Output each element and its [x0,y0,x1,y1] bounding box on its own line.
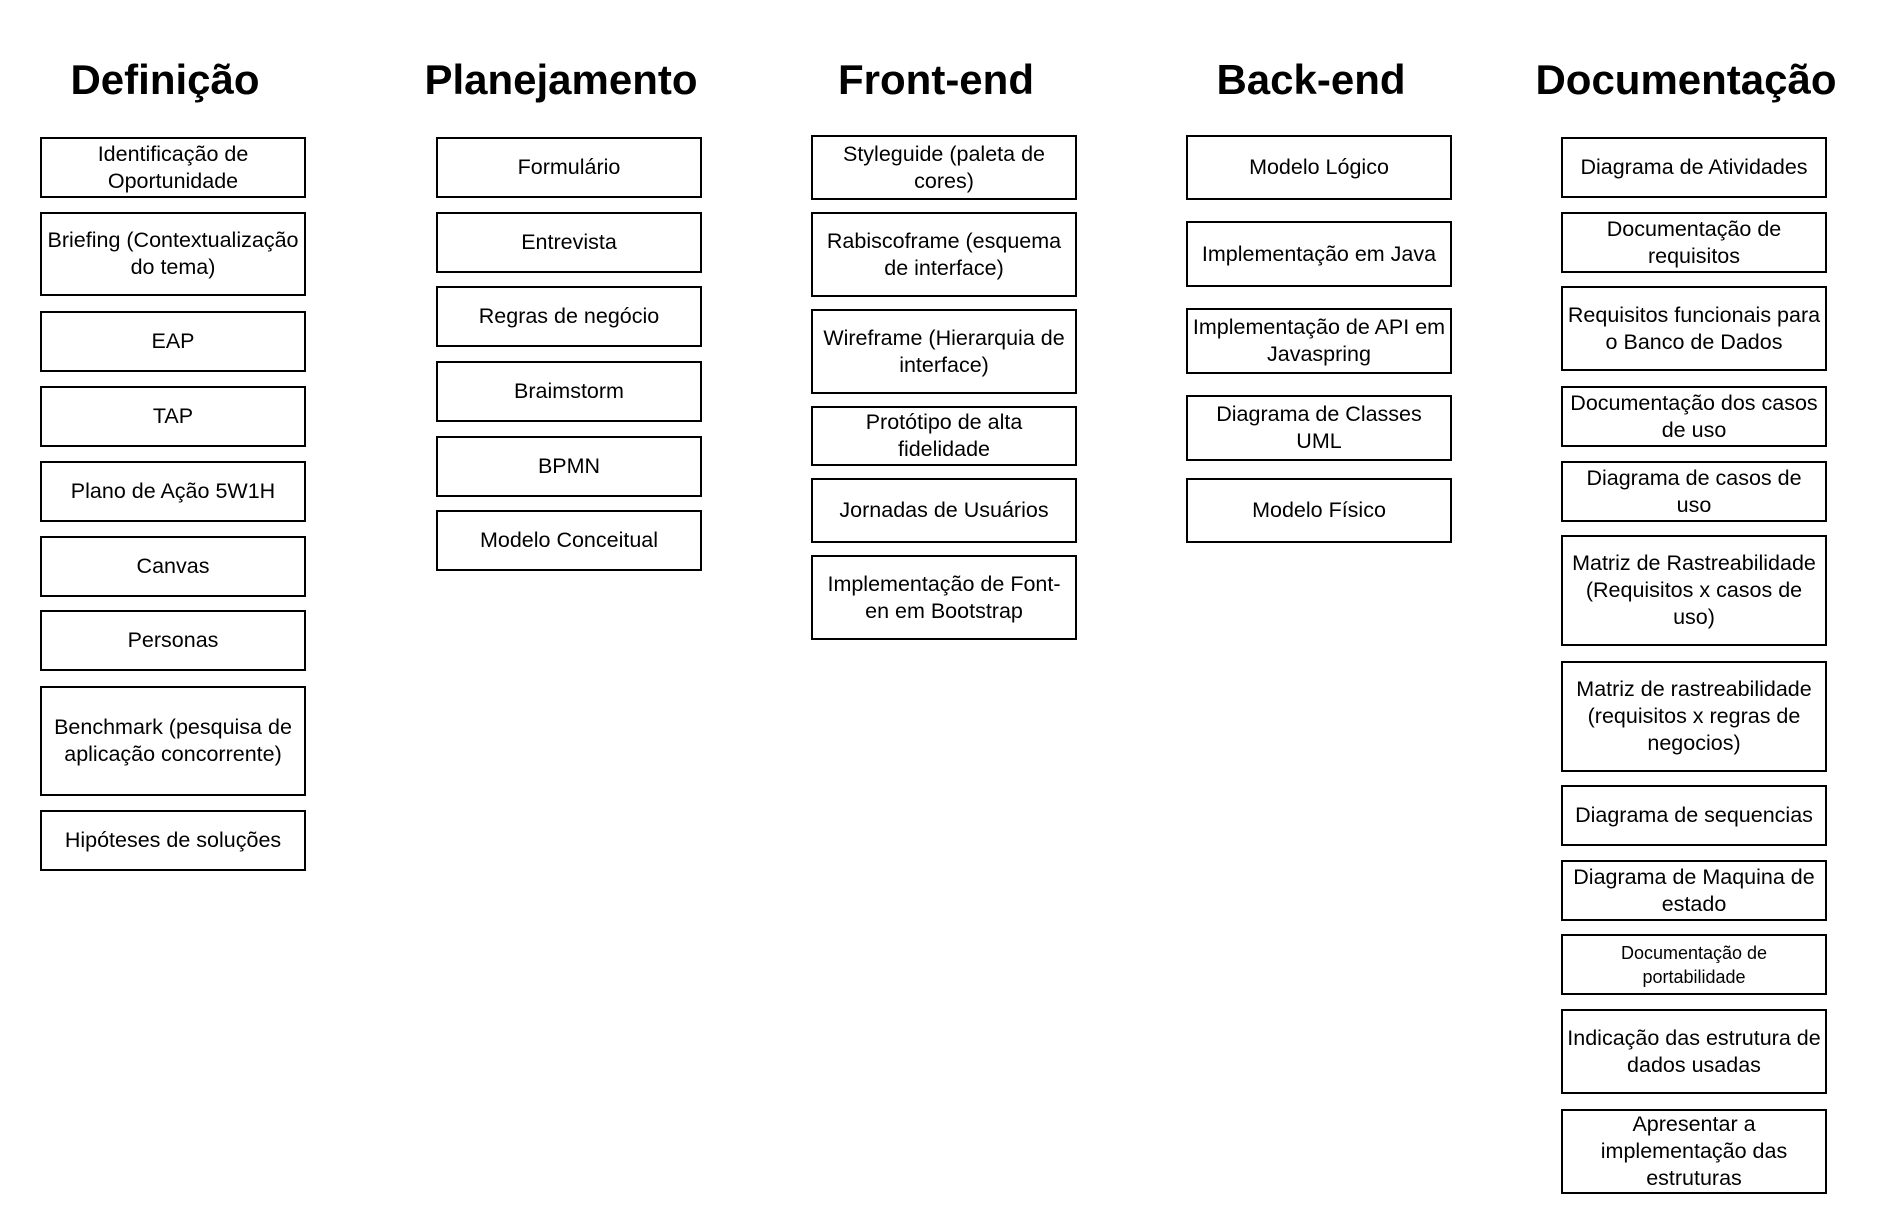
column-title: Back-end [1216,56,1406,103]
card-estrutura-dados-usadas[interactable]: Indicação das estrutura de dados usadas [1561,1009,1827,1094]
column-title: Front-end [838,56,1034,103]
card-matriz-rastreabilidade-casos-uso[interactable]: Matriz de Rastreabilidade (Requisitos x … [1561,535,1827,646]
card-personas[interactable]: Personas [40,610,306,671]
card-diagrama-atividades[interactable]: Diagrama de Atividades [1561,137,1827,198]
card-diagrama-sequencias[interactable]: Diagrama de sequencias [1561,785,1827,846]
card-requisitos-banco-dados[interactable]: Requisitos funcionais para o Banco de Da… [1561,286,1827,371]
card-diagrama-casos-uso[interactable]: Diagrama de casos de uso [1561,461,1827,522]
card-styleguide[interactable]: Styleguide (paleta de cores) [811,135,1077,200]
card-documentacao-casos-uso[interactable]: Documentação dos casos de uso [1561,386,1827,447]
card-hipoteses-solucoes[interactable]: Hipóteses de soluções [40,810,306,871]
card-regras-negocio[interactable]: Regras de negócio [436,286,702,347]
column-title: Definição [70,56,260,103]
card-benchmark[interactable]: Benchmark (pesquisa de aplicação concorr… [40,686,306,796]
card-diagrama-classes-uml[interactable]: Diagrama de Classes UML [1186,395,1452,461]
card-wireframe[interactable]: Wireframe (Hierarquia de interface) [811,309,1077,394]
card-modelo-conceitual[interactable]: Modelo Conceitual [436,510,702,571]
card-implementacao-api[interactable]: Implementação de API em Javaspring [1186,308,1452,374]
card-diagrama-maquina-estado[interactable]: Diagrama de Maquina de estado [1561,860,1827,921]
card-identificacao-oportunidade[interactable]: Identificação de Oportunidade [40,137,306,198]
card-implementacao-java[interactable]: Implementação em Java [1186,221,1452,287]
card-jornadas-usuarios[interactable]: Jornadas de Usuários [811,478,1077,543]
card-modelo-fisico[interactable]: Modelo Físico [1186,478,1452,543]
card-eap[interactable]: EAP [40,311,306,372]
card-briefing[interactable]: Briefing (Contextualização do tema) [40,212,306,296]
card-prototipo-alta-fidelidade[interactable]: Protótipo de alta fidelidade [811,406,1077,466]
card-plano-acao[interactable]: Plano de Ação 5W1H [40,461,306,522]
card-canvas[interactable]: Canvas [40,536,306,597]
column-title: Documentação [1535,56,1837,103]
card-implementacao-estruturas[interactable]: Apresentar a implementação das estrutura… [1561,1109,1827,1194]
card-matriz-rastreabilidade-regras[interactable]: Matriz de rastreabilidade (requisitos x … [1561,661,1827,772]
card-implementacao-bootstrap[interactable]: Implementação de Font-en em Bootstrap [811,555,1077,640]
card-documentacao-portabilidade[interactable]: Documentação de portabilidade [1561,934,1827,995]
card-tap[interactable]: TAP [40,386,306,447]
card-formulario[interactable]: Formulário [436,137,702,198]
card-modelo-logico[interactable]: Modelo Lógico [1186,135,1452,200]
card-braimstorm[interactable]: Braimstorm [436,361,702,422]
card-bpmn[interactable]: BPMN [436,436,702,497]
column-title: Planejamento [424,56,698,103]
card-documentacao-requisitos[interactable]: Documentação de requisitos [1561,212,1827,273]
card-entrevista[interactable]: Entrevista [436,212,702,273]
card-rabiscoframe[interactable]: Rabiscoframe (esquema de interface) [811,212,1077,297]
